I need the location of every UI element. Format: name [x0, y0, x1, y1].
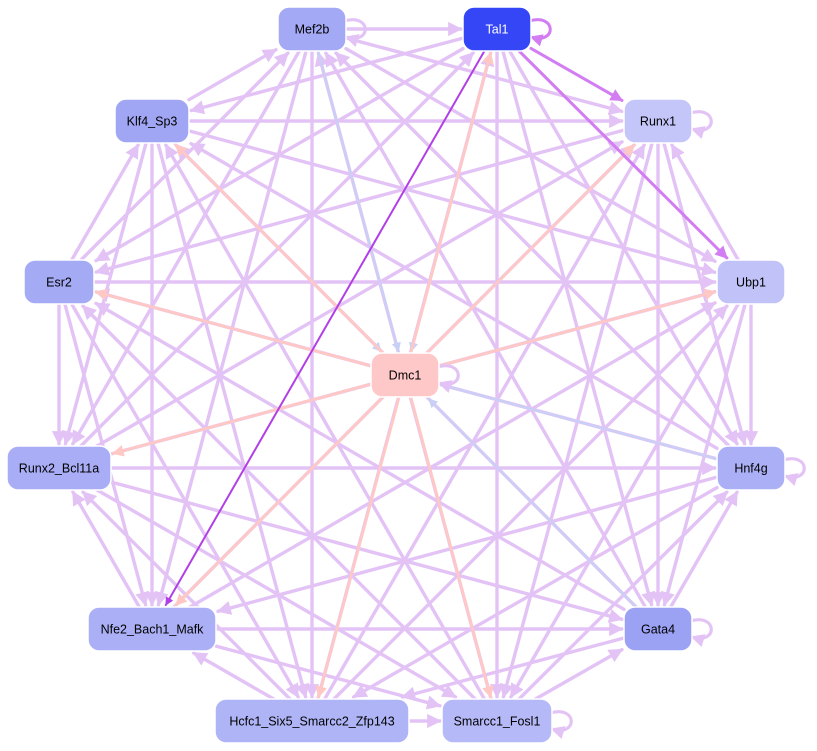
node-box: [370, 352, 440, 398]
node-label: Ubp1: [736, 276, 766, 290]
node-label: Runx2_Bcl11a: [19, 462, 99, 476]
node-dmc1[interactable]: Dmc1: [370, 352, 440, 398]
node-label: Nfe2_Bach1_Mafk: [101, 623, 205, 637]
edge-hnf4g-to-hcfc1-six5-smarcc2-zfp143: [351, 485, 719, 699]
node-smarcc1-fosl1[interactable]: Smarcc1_Fosl1: [441, 698, 553, 744]
node-box: [114, 98, 190, 144]
node-runx1[interactable]: Runx1: [623, 98, 693, 144]
edge-dmc1-to-ubp1: [437, 288, 717, 368]
node-label: Gata4: [641, 623, 675, 637]
node-label: Klf4_Sp3: [127, 115, 178, 129]
edge-dmc1-to-nfe2-bach1-mafk: [174, 395, 385, 607]
edge-dmc1-to-klf4-sp3: [174, 143, 385, 355]
edge-gata4-to-hnf4g: [669, 490, 739, 609]
node-label: Smarcc1_Fosl1: [454, 715, 541, 729]
edge-hnf4g-to-klf4-sp3: [189, 141, 719, 450]
self-loop-hnf4g: [782, 457, 806, 486]
node-mef2b[interactable]: Mef2b: [277, 6, 347, 52]
node-esr2[interactable]: Esr2: [23, 259, 95, 305]
edge-gata4-to-dmc1: [427, 397, 638, 609]
node-box: [277, 6, 347, 52]
node-label: Runx1: [640, 115, 676, 129]
edge-runx1-to-esr2: [94, 128, 626, 276]
self-loop-mef2b: [343, 18, 367, 47]
edge-runx2-bcl11a-to-gata4: [109, 480, 624, 623]
self-loop-smarcc1-fosl1: [549, 710, 573, 739]
edge-ubp1-to-runx1: [670, 143, 740, 262]
edge-smarcc1-fosl1-to-gata4: [533, 647, 624, 701]
edge-dmc1-to-hcfc1-six5-smarcc2-zfp143: [315, 395, 401, 699]
node-label: Esr2: [46, 276, 72, 290]
node-runx2-bcl11a[interactable]: Runx2_Bcl11a: [6, 445, 112, 491]
self-loop-gata4: [689, 618, 713, 647]
edge-runx2-bcl11a-to-smarcc1-fosl1: [95, 488, 458, 699]
edge-tal1-to-runx1: [529, 46, 624, 102]
edge-gata4-to-esr2: [94, 301, 626, 611]
edge-smarcc1-fosl1-to-hnf4g: [517, 490, 729, 701]
node-klf4-sp3[interactable]: Klf4_Sp3: [114, 98, 190, 144]
edge-dmc1-to-tal1: [409, 51, 494, 355]
edge-runx2-bcl11a-to-tal1: [79, 51, 475, 448]
edge-hcfc1-six5-smarcc2-zfp143-to-nfe2-bach1-mafk: [191, 651, 276, 701]
edge-dmc1-to-runx1: [425, 143, 636, 355]
self-loop-runx1: [689, 110, 713, 139]
node-ubp1[interactable]: Ubp1: [716, 259, 786, 305]
edge-tal1-to-nfe2-bach1-mafk: [164, 50, 486, 606]
node-tal1[interactable]: Tal1: [462, 6, 532, 52]
edge-dmc1-to-esr2: [94, 288, 373, 368]
node-box: [87, 606, 217, 652]
node-box: [716, 445, 786, 491]
edge-hnf4g-to-mef2b: [334, 51, 731, 448]
self-loop-dmc1: [436, 364, 460, 393]
edge-dmc1-to-runx2-bcl11a: [111, 382, 373, 457]
node-box: [716, 259, 786, 305]
node-box: [441, 698, 553, 744]
edge-dmc1-to-smarcc1-fosl1: [409, 395, 494, 699]
edge-hnf4g-to-nfe2-bach1-mafk: [216, 475, 719, 615]
edge-klf4-sp3-to-mef2b: [187, 48, 278, 102]
node-box: [623, 606, 693, 652]
node-label: Dmc1: [389, 369, 422, 383]
edge-esr2-to-klf4-sp3: [69, 143, 140, 262]
node-box: [23, 259, 95, 305]
self-loop-tal1: [528, 18, 552, 47]
node-label: Tal1: [486, 23, 509, 37]
self-loop-layer: [343, 18, 806, 739]
edge-nfe2-bach1-mafk-to-runx2-bcl11a: [71, 490, 142, 609]
node-nfe2-bach1-mafk[interactable]: Nfe2_Bach1_Mafk: [87, 606, 217, 652]
edge-hnf4g-to-dmc1: [439, 382, 719, 460]
node-hcfc1-six5-smarcc2-zfp143[interactable]: Hcfc1_Six5_Smarcc2_Zfp143: [214, 698, 410, 744]
edge-nfe2-bach1-mafk-to-ubp1: [188, 301, 717, 609]
node-label: Hnf4g: [734, 462, 767, 476]
edge-mef2b-to-dmc1: [316, 49, 401, 353]
edge-tal1-to-ubp1: [517, 49, 729, 260]
edge-tal1-to-klf4-sp3: [189, 36, 465, 115]
node-label: Mef2b: [295, 23, 330, 37]
node-box: [6, 445, 112, 491]
edge-hcfc1-six5-smarcc2-zfp143-to-runx1: [323, 143, 646, 701]
edge-gata4-to-hcfc1-six5-smarcc2-zfp143: [400, 636, 626, 701]
node-hnf4g[interactable]: Hnf4g: [716, 445, 786, 491]
node-box: [214, 698, 410, 744]
node-box: [462, 6, 532, 52]
node-label: Hcfc1_Six5_Smarcc2_Zfp143: [229, 715, 394, 729]
node-box: [623, 98, 693, 144]
edge-runx2-bcl11a-to-runx1: [95, 140, 624, 448]
node-gata4[interactable]: Gata4: [623, 606, 693, 652]
